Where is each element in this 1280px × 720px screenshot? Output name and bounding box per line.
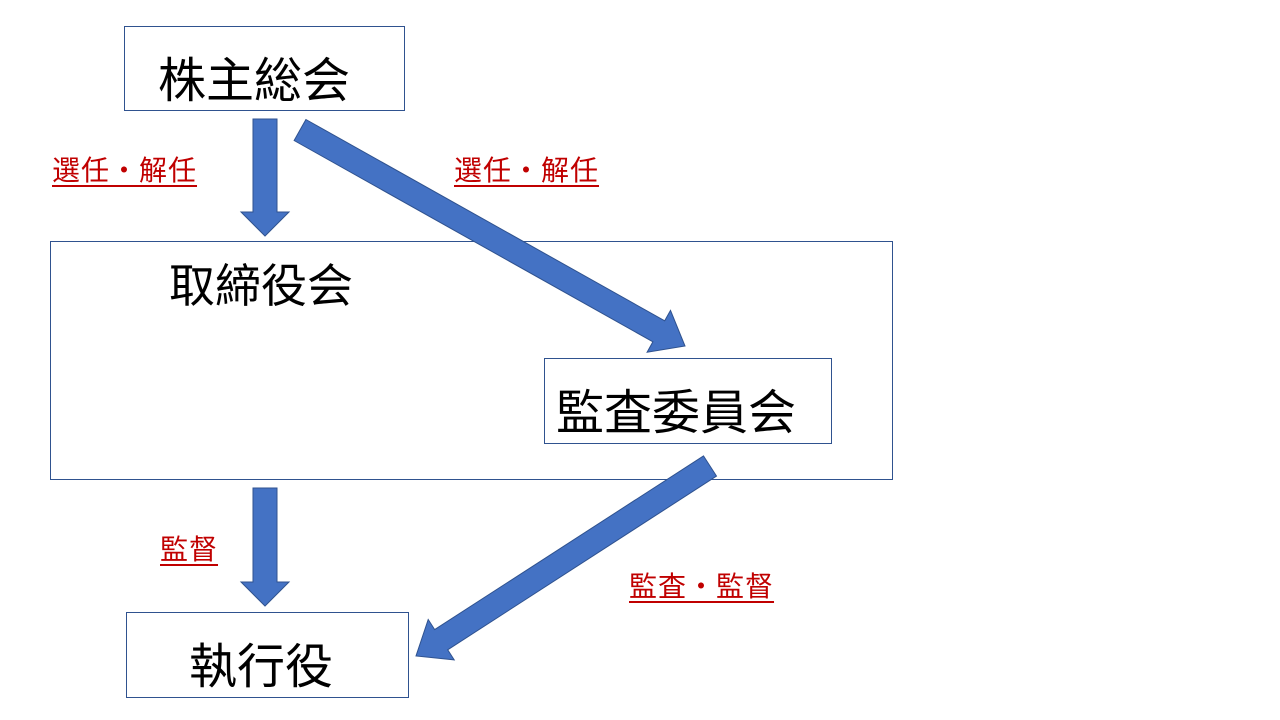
executives-box: 執行役 bbox=[126, 612, 409, 698]
arrow-board-to-executives bbox=[239, 487, 291, 607]
shareholders-meeting-label: 株主総会 bbox=[158, 53, 351, 109]
label-elect-dismiss-audit: 選任・解任 bbox=[454, 154, 600, 187]
arrow-audit-to-executives bbox=[415, 455, 718, 661]
executives-label: 執行役 bbox=[189, 639, 334, 695]
arrow-shareholders-to-audit bbox=[293, 118, 686, 353]
label-audit-supervision: 監査・監督 bbox=[629, 570, 775, 603]
label-elect-dismiss-board: 選任・解任 bbox=[52, 154, 198, 187]
arrow-shareholders-to-board bbox=[239, 118, 291, 237]
audit-committee-box: 監査委員会 bbox=[544, 358, 832, 444]
label-supervision: 監督 bbox=[160, 533, 219, 566]
board-label: 取締役会 bbox=[169, 259, 353, 313]
audit-committee-label: 監査委員会 bbox=[556, 385, 797, 441]
shareholders-meeting-box: 株主総会 bbox=[124, 26, 405, 111]
